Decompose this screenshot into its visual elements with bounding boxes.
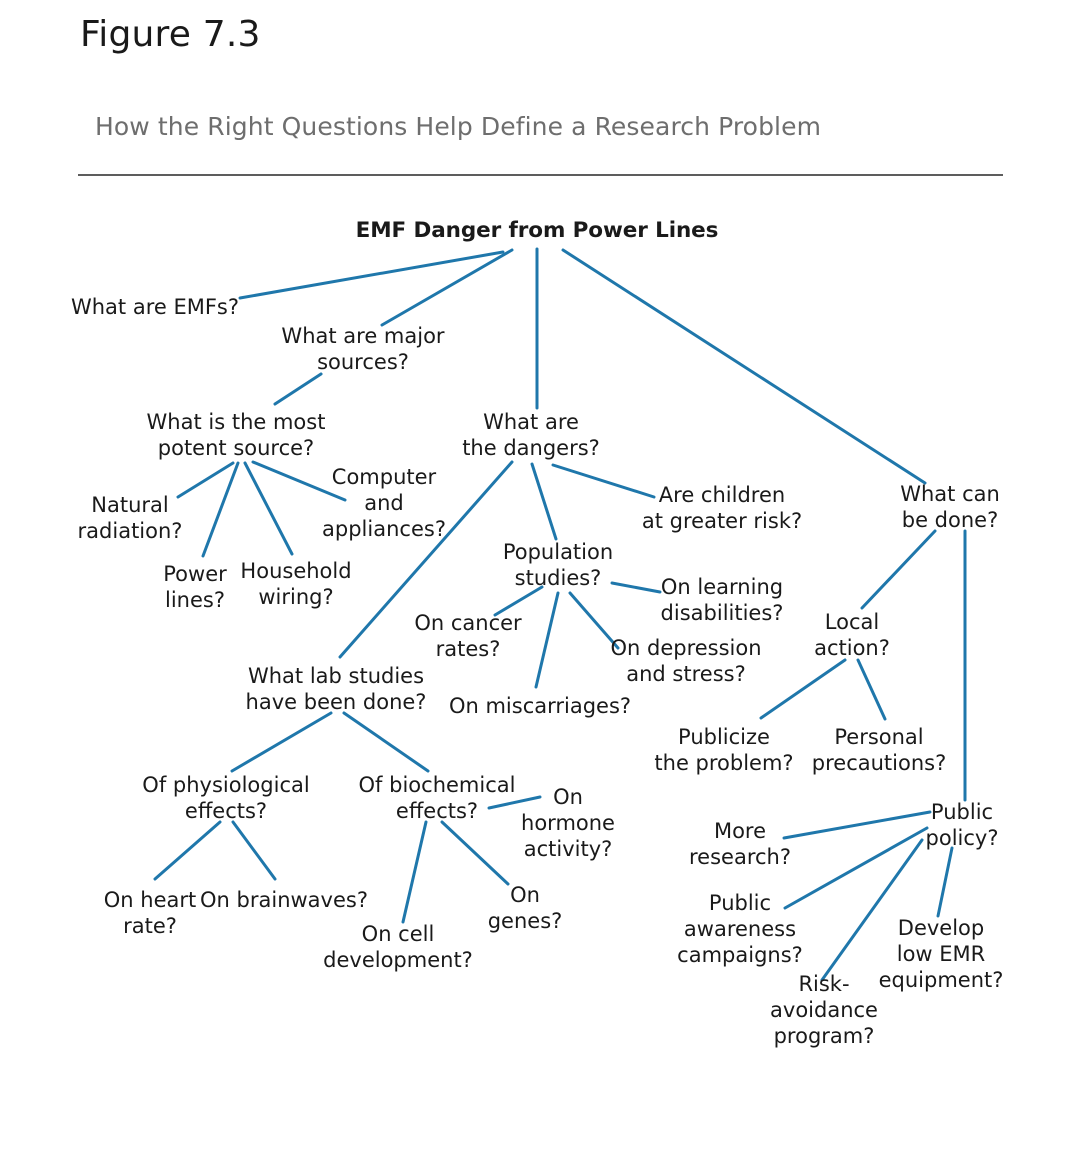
- node-publicize: Publicize the problem?: [654, 725, 794, 775]
- edge-population-to-miscarriages: [534, 591, 560, 689]
- edge-dangers-to-population: [530, 462, 558, 541]
- node-population: Population studies?: [502, 540, 614, 590]
- edge-can-to-local: [860, 529, 937, 610]
- node-cancer: On cancer rates?: [414, 611, 522, 661]
- edge-physio-to-brainwaves: [231, 820, 277, 881]
- node-policy: Public policy?: [925, 800, 999, 850]
- node-can: What can be done?: [900, 482, 1000, 532]
- edge-major-to-potent: [273, 372, 323, 406]
- edge-population-to-learning: [610, 581, 662, 594]
- node-awareness: Public awareness campaigns?: [677, 891, 803, 967]
- edge-physio-to-heart: [153, 820, 222, 881]
- node-household: Household wiring?: [240, 559, 352, 609]
- node-dangers: What are the dangers?: [462, 410, 600, 460]
- node-riskavoid: Risk- avoidance program?: [770, 972, 878, 1048]
- node-learning: On learning disabilities?: [660, 575, 784, 625]
- node-natural: Natural radiation?: [77, 493, 183, 543]
- node-local: Local action?: [814, 610, 890, 660]
- node-miscarriages: On miscarriages?: [448, 694, 632, 718]
- node-potent: What is the most potent source?: [146, 410, 326, 460]
- edge-root-to-major: [380, 248, 514, 327]
- node-lab: What lab studies have been done?: [245, 664, 427, 714]
- figure-label: Figure 7.3: [80, 14, 261, 55]
- edge-lab-to-biochem: [342, 711, 430, 773]
- node-powerlines: Power lines?: [163, 562, 227, 612]
- node-computer: Computer and appliances?: [322, 465, 446, 541]
- node-biochem: Of biochemical effects?: [358, 773, 516, 823]
- edge-potent-to-natural: [176, 461, 235, 499]
- edge-root-to-emfs: [238, 250, 505, 300]
- node-depression: On depression and stress?: [610, 636, 762, 686]
- node-cell: On cell development?: [323, 922, 473, 972]
- edge-local-to-personal: [856, 658, 887, 721]
- header-divider: [78, 174, 1003, 176]
- figure-subtitle: How the Right Questions Help Define a Re…: [95, 112, 822, 141]
- node-personal: Personal precautions?: [811, 725, 947, 775]
- edge-biochem-to-genes: [440, 820, 510, 886]
- edge-lab-to-physio: [230, 711, 333, 773]
- edge-policy-to-awareness: [783, 826, 929, 910]
- edge-root-to-can: [561, 248, 927, 485]
- edge-potent-to-powerlines: [201, 461, 240, 558]
- node-physio: Of physiological effects?: [142, 773, 310, 823]
- edge-local-to-publicize: [759, 658, 847, 720]
- edge-dangers-to-children: [551, 463, 656, 499]
- node-lowemr: Develop low EMR equipment?: [878, 916, 1004, 992]
- node-heart: On heart rate?: [103, 888, 197, 938]
- node-brainwaves: On brainwaves?: [200, 888, 368, 912]
- edge-potent-to-household: [243, 461, 294, 556]
- edge-biochem-to-cell: [401, 820, 428, 924]
- node-children: Are children at greater risk?: [641, 483, 803, 533]
- node-genes: On genes?: [487, 883, 563, 933]
- node-emfs: What are EMFs?: [70, 295, 240, 319]
- edge-policy-to-moreresearch: [782, 810, 932, 840]
- edge-policy-to-lowemr: [936, 846, 954, 918]
- node-major: What are major sources?: [281, 324, 445, 374]
- node-hormone: On hormone activity?: [521, 785, 615, 861]
- node-moreresearch: More research?: [689, 819, 791, 869]
- root-node-root: EMF Danger from Power Lines: [355, 218, 719, 243]
